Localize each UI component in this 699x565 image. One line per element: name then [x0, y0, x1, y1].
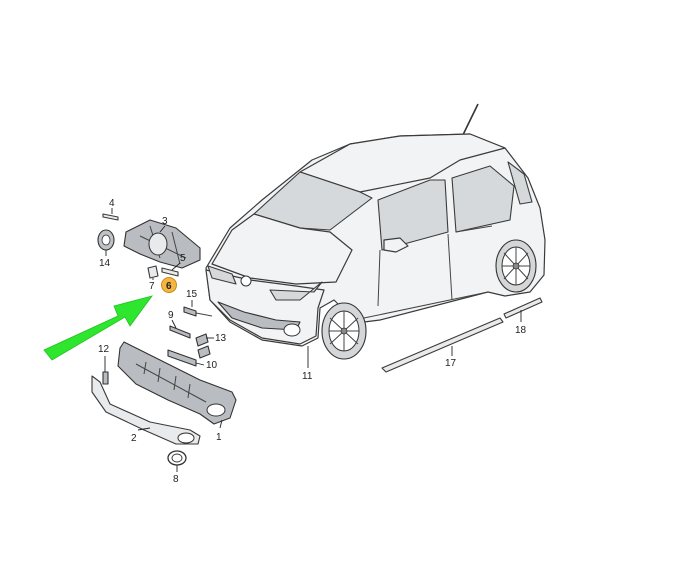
callout-4: 4 [109, 198, 115, 209]
callout-6: 6 [166, 281, 172, 292]
car-headlight-left [207, 265, 237, 285]
callout-13: 13 [215, 333, 227, 344]
callout-5: 5 [180, 253, 186, 264]
car-door-line [377, 225, 493, 307]
leader-lines [104, 208, 522, 472]
callout-labels: 4 3 14 5 7 6 15 9 13 10 12 11 1 2 8 17 1… [98, 198, 527, 485]
callout-11: 11 [302, 371, 313, 382]
part-2-fog-opening [177, 432, 195, 444]
part-1-fog-opening [206, 403, 226, 417]
part-2-trim-strip [91, 375, 201, 445]
callout-17: 17 [445, 358, 457, 369]
car-side-window-rear [451, 165, 515, 233]
car-illustration [205, 103, 546, 360]
part-5-strip [161, 267, 179, 277]
car-roof [299, 133, 506, 193]
car-fog-lamp [283, 323, 301, 337]
car-headlight-right [269, 281, 323, 301]
car-door-mirror [383, 237, 409, 253]
callout-9: 9 [168, 310, 174, 321]
callout-7: 7 [149, 281, 155, 292]
part-13-clip-b [197, 345, 211, 359]
callout-8: 8 [173, 474, 179, 485]
part-12-screw [102, 371, 109, 385]
part-1-bumper-grille [117, 341, 237, 425]
car-rear-wheel [495, 239, 537, 293]
car-side-window-front [377, 179, 449, 251]
part-7-clip [147, 265, 159, 279]
car-bonnet [211, 213, 353, 285]
callout-14: 14 [99, 258, 111, 269]
callout-15: 15 [186, 289, 198, 300]
car-front-emblem [240, 275, 252, 287]
part-8-ring [167, 450, 187, 466]
part-17-side-moulding [381, 317, 504, 373]
part-3-emblem-mount [148, 232, 168, 256]
callout-10: 10 [206, 360, 218, 371]
callout-18: 18 [515, 325, 527, 336]
part-13-clip-a [195, 333, 209, 347]
part-10-bar [167, 349, 197, 367]
part-15-screw [183, 306, 213, 317]
callout-1: 1 [216, 432, 222, 443]
part-18-rear-moulding [503, 297, 543, 319]
callout-3: 3 [162, 216, 168, 227]
callout-2: 2 [131, 433, 137, 444]
green-pointer-arrow [43, 295, 153, 361]
part-9-bolt [169, 325, 191, 339]
car-front-wheel [321, 302, 367, 360]
car-sill-line [363, 291, 489, 319]
part-6-highlight-badge [161, 277, 177, 293]
callout-12: 12 [98, 344, 110, 355]
part-4-clip [102, 213, 119, 221]
car-rear-window [507, 161, 533, 205]
